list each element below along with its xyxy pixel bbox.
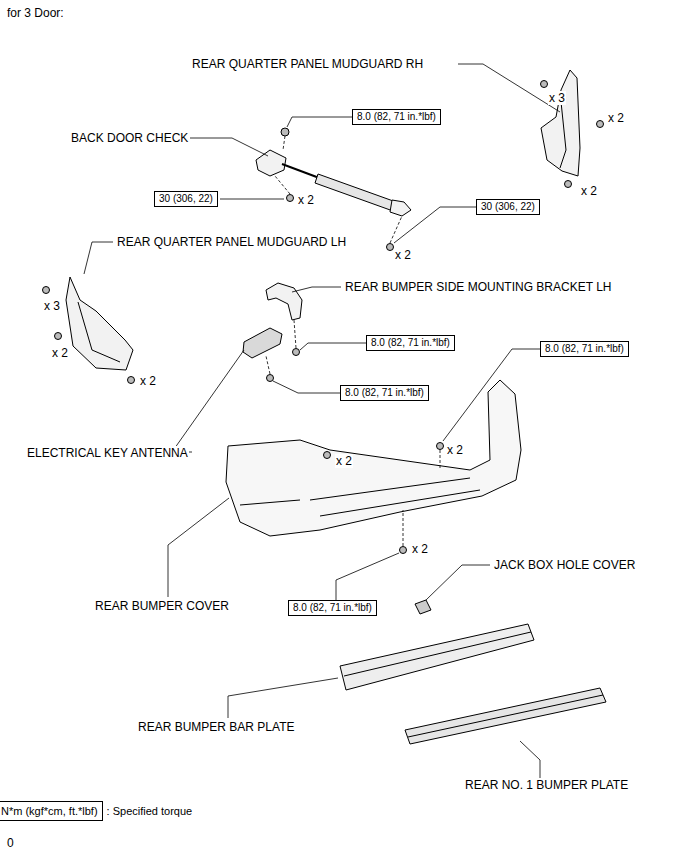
quantity: x 2 [394, 248, 412, 262]
part-name: REAR BUMPER COVER [94, 599, 230, 613]
torque-box: 8.0 (82, 71 in.*lbf) [540, 341, 629, 357]
torque-value: 8.0 (82, 71 in.*lbf) [340, 385, 429, 401]
quantity: x 2 [607, 111, 625, 125]
part-name: BACK DOOR CHECK [70, 131, 189, 145]
part-name: REAR BUMPER SIDE MOUNTING BRACKET LH [344, 280, 612, 294]
part-name: REAR BUMPER BAR PLATE [137, 720, 295, 734]
mudguard-lh [66, 277, 133, 370]
part-name: JACK BOX HOLE COVER [493, 558, 636, 572]
part-name: REAR NO. 1 BUMPER PLATE [464, 778, 629, 792]
part-name: ELECTRICAL KEY ANTENNA [26, 446, 189, 460]
bar-plate-line [344, 632, 531, 676]
legend-note: : Specified torque [103, 804, 193, 818]
torque-unit: N*m (kgf*cm, ft.*lbf) [0, 801, 103, 821]
quantity: x 2 [139, 374, 157, 388]
bumper-cover-lip [240, 478, 480, 516]
torque-box: 8.0 (82, 71 in.*lbf) [340, 385, 429, 401]
legend-node: N*m (kgf*cm, ft.*lbf): Specified torque [0, 801, 684, 821]
title: for 3 Door: [6, 6, 65, 20]
door-check-bracket [256, 150, 286, 176]
quantity: x 2 [297, 193, 315, 207]
quantity: x 2 [446, 443, 464, 457]
key-antenna [243, 328, 282, 358]
jack-cover [415, 600, 431, 614]
quantity: x 2 [411, 542, 429, 556]
torque-box: 8.0 (82, 71 in.*lbf) [352, 109, 441, 125]
torque-box: 30 (306, 22) [154, 191, 218, 207]
part-name: REAR QUARTER PANEL MUDGUARD LH [116, 235, 347, 249]
quantity: x 2 [335, 454, 353, 468]
quantity: x 3 [548, 91, 566, 105]
torque-box: 30 (306, 22) [476, 199, 540, 215]
quantity: x 2 [51, 346, 69, 360]
mudguard-rh [541, 70, 580, 176]
figure-number: 0 [6, 836, 15, 850]
side-bracket [266, 283, 302, 320]
bar-plate [340, 624, 534, 690]
torque-value: 8.0 (82, 71 in.*lbf) [540, 341, 629, 357]
mudguard-lh-edge [78, 302, 120, 362]
torque-value: 8.0 (82, 71 in.*lbf) [288, 600, 377, 616]
part-name: REAR QUARTER PANEL MUDGUARD RH [191, 57, 424, 71]
quantity: x 3 [43, 299, 61, 313]
fasteners [43, 81, 604, 554]
door-check-cylinder [315, 174, 396, 211]
quantity: x 2 [580, 184, 598, 198]
torque-value: 30 (306, 22) [476, 199, 540, 215]
torque-box: 8.0 (82, 71 in.*lbf) [288, 600, 377, 616]
bumper-plate [405, 688, 606, 744]
bumper-cover [226, 380, 521, 536]
bumper-plate-line [408, 695, 603, 737]
torque-box: 8.0 (82, 71 in.*lbf) [366, 335, 455, 351]
torque-value: 8.0 (82, 71 in.*lbf) [366, 335, 455, 351]
door-check-end [390, 200, 411, 216]
torque-value: 30 (306, 22) [154, 191, 218, 207]
leader-lines [84, 64, 560, 778]
torque-value: 8.0 (82, 71 in.*lbf) [352, 109, 441, 125]
